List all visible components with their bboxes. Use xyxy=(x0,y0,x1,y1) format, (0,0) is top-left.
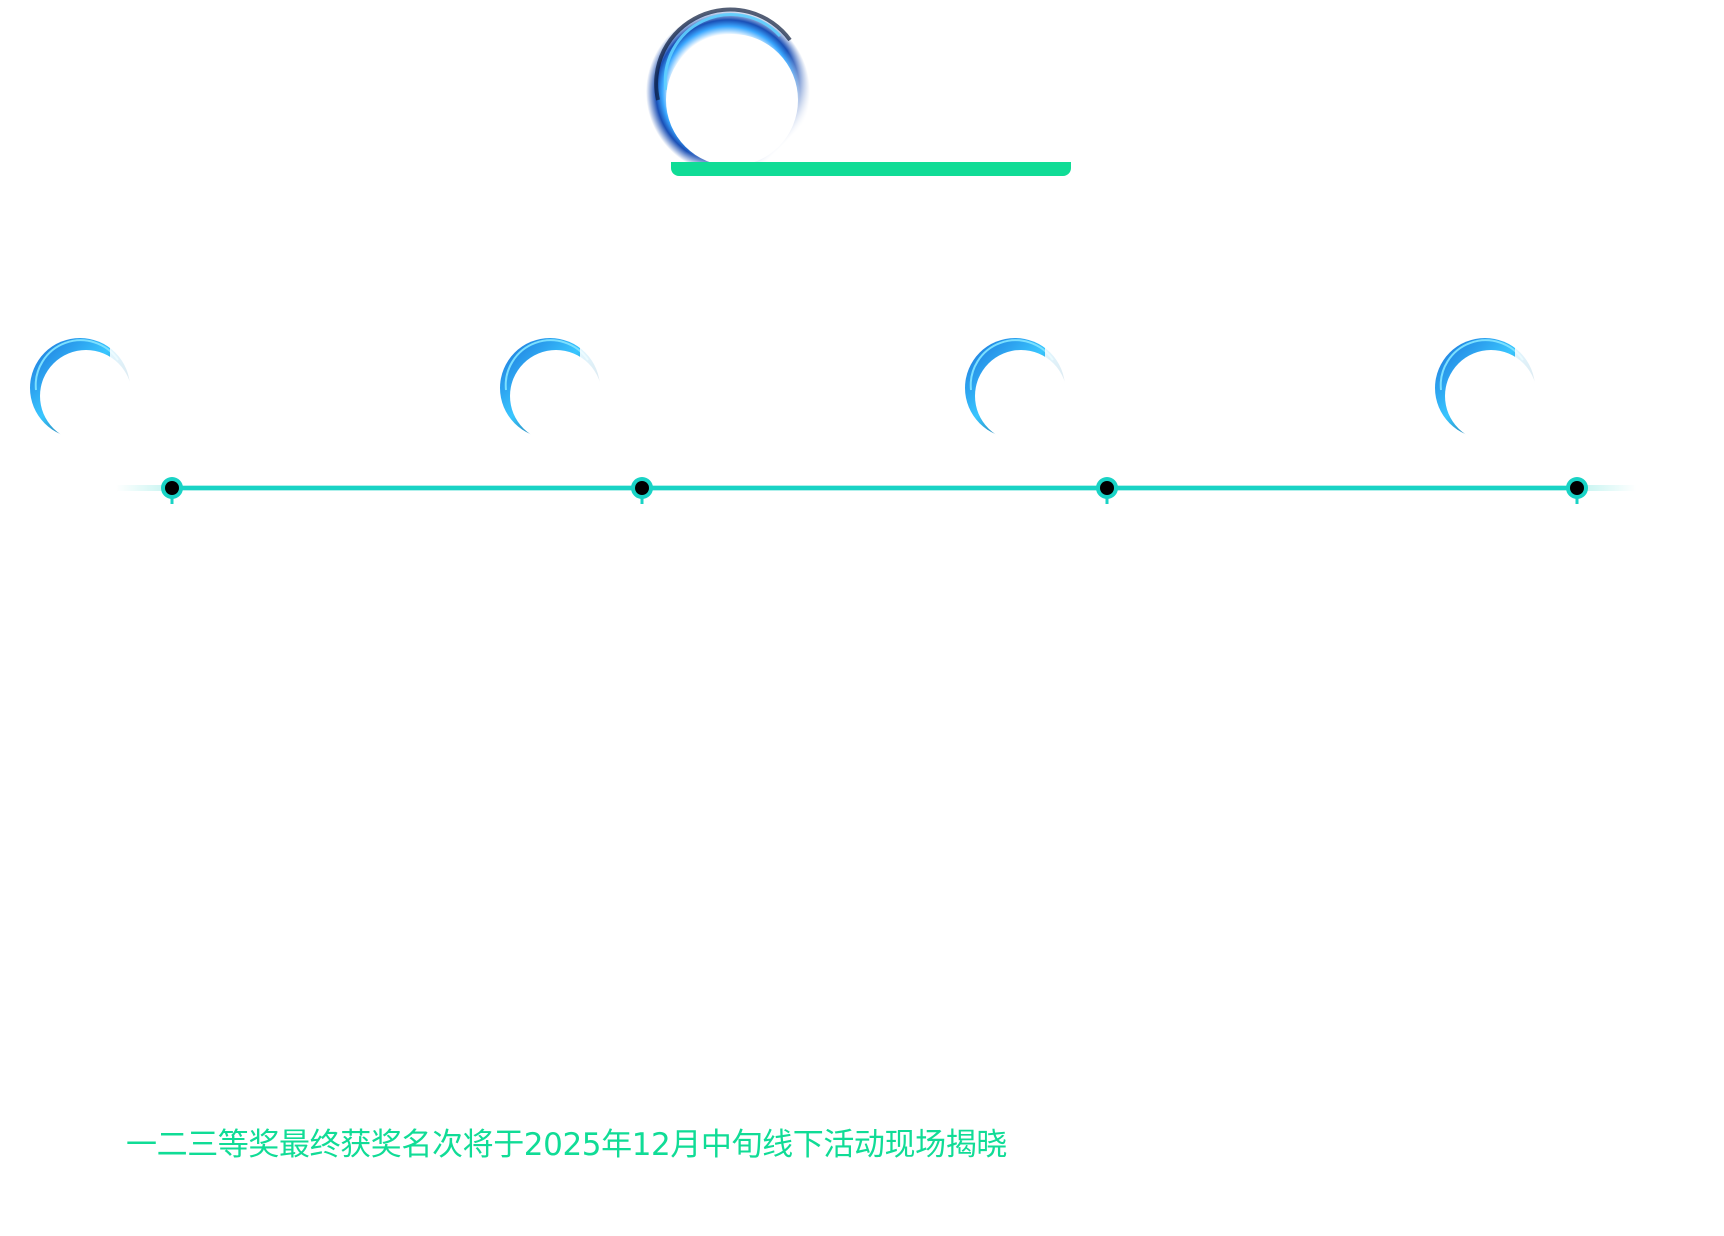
step-ring-emblem-icon xyxy=(26,330,134,446)
timeline-node-icon xyxy=(1096,477,1118,504)
award-reveal-note: 一二三等奖最终获奖名次将于2025年12月中旬线下活动现场揭晓 xyxy=(126,1125,1007,1165)
step-ring-emblem-icon xyxy=(961,330,1069,446)
header-ring-emblem-icon xyxy=(640,0,820,180)
timeline-node-icon xyxy=(1566,477,1588,504)
timeline-track xyxy=(116,475,1636,535)
step-ring-emblem-icon xyxy=(496,330,604,446)
step-ring-emblem-icon xyxy=(1431,330,1539,446)
header-title-bar xyxy=(671,162,1071,176)
timeline-node-icon xyxy=(161,477,183,504)
timeline-node-icon xyxy=(631,477,653,504)
timeline-line-core xyxy=(166,486,1586,490)
